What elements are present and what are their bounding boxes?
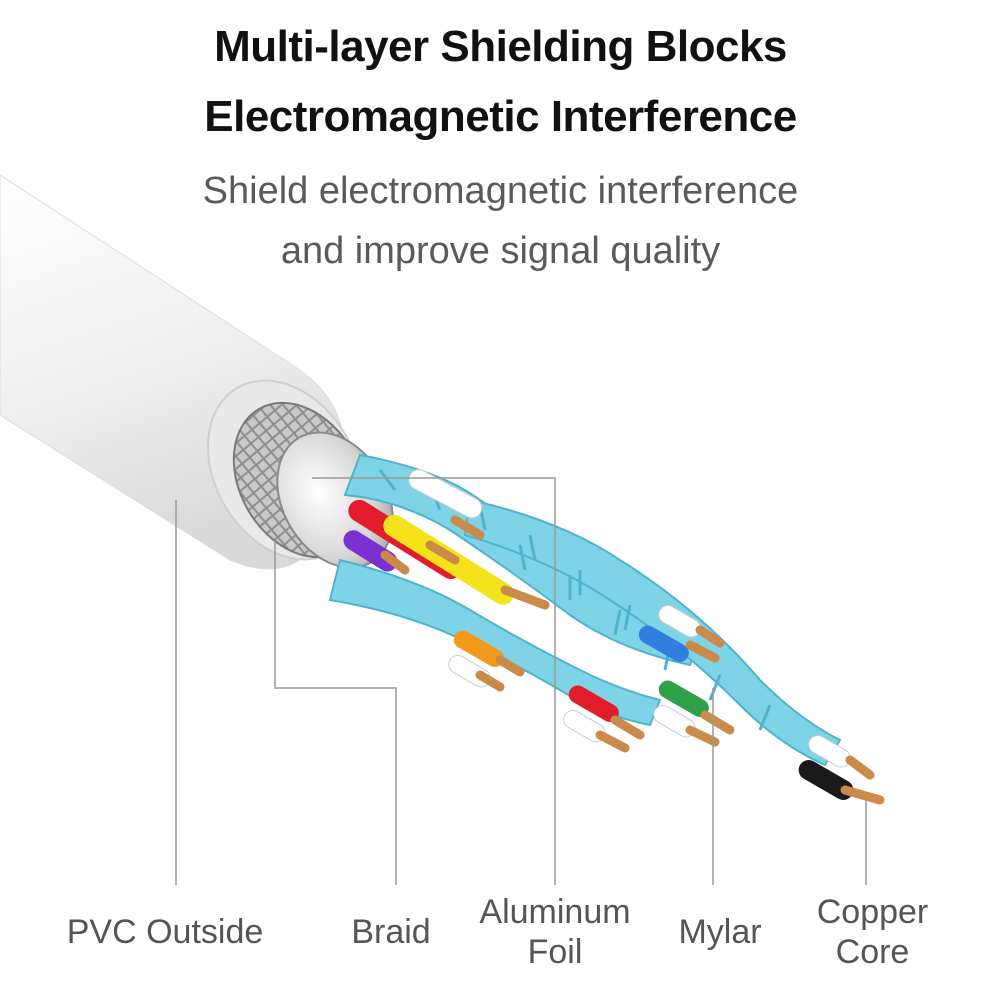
label-copper-core-line-2: Core — [835, 933, 910, 971]
copper-cores — [380, 515, 885, 805]
leader-lines — [175, 477, 867, 885]
subtitle-line-2: and improve signal quality — [280, 230, 721, 272]
colored-wires — [343, 469, 854, 800]
headline-line-1: Multi-layer Shielding Blocks — [214, 22, 787, 71]
headline-line-2: Electromagnetic Interference — [204, 92, 797, 141]
label-aluminum-foil-line-1: Aluminum — [479, 893, 631, 931]
label-aluminum-foil-line-2: Foil — [527, 933, 583, 971]
label-braid: Braid — [351, 913, 431, 951]
label-mylar: Mylar — [678, 913, 762, 951]
label-pvc-outside: PVC Outside — [66, 913, 264, 951]
subtitle-line-1: Shield electromagnetic interference — [202, 170, 799, 212]
label-copper-core-line-1: Copper — [816, 893, 929, 931]
